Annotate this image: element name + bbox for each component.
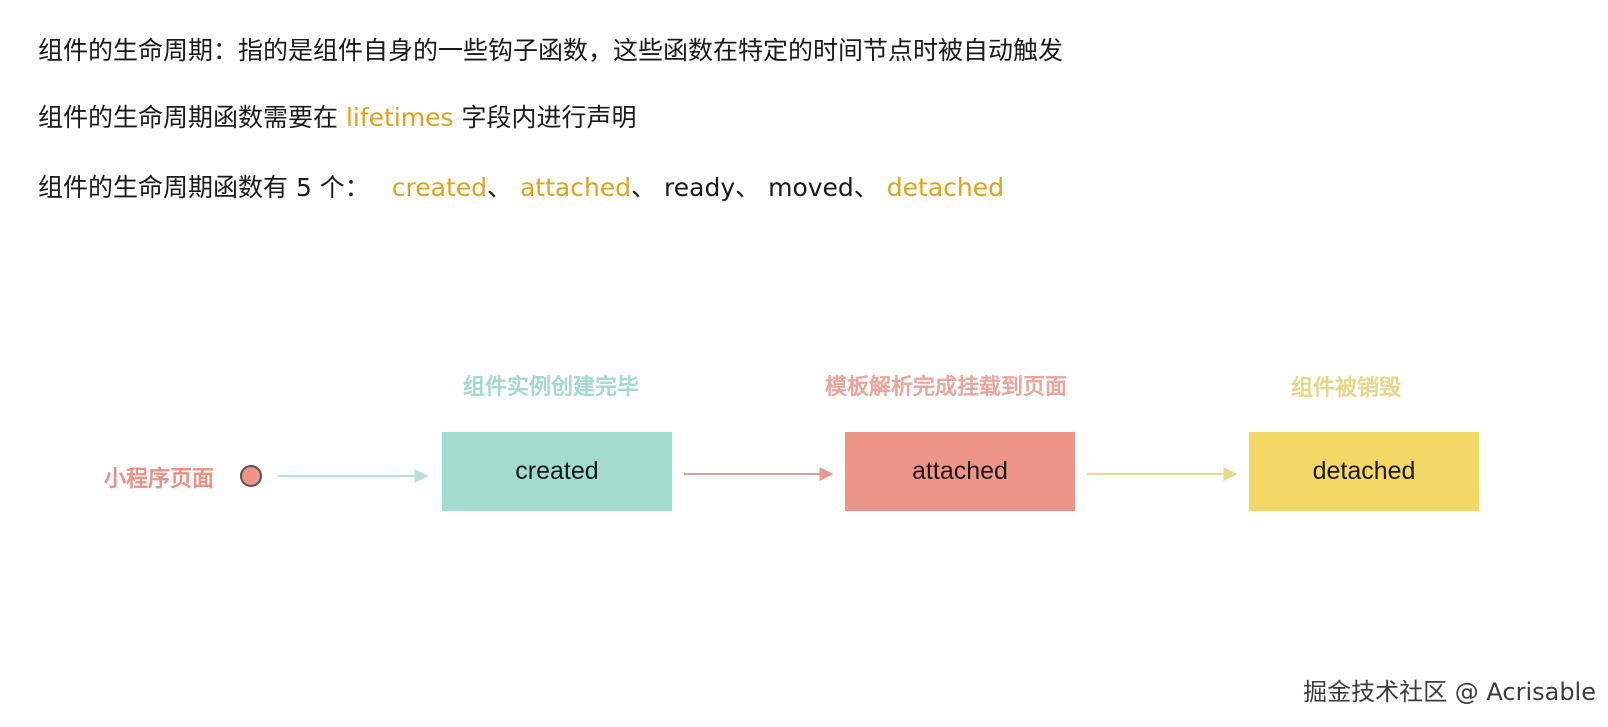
hook-separator: 、: [487, 173, 513, 202]
lifetimes-prefix: 组件的生命周期函数需要在: [38, 103, 339, 132]
hook-separator: 、: [735, 173, 761, 202]
hooks-prefix: 组件的生命周期函数有 5 个：: [38, 173, 370, 202]
stage-box-detached: detached: [1249, 432, 1479, 511]
hooks-line: 组件的生命周期函数有 5 个： created、 attached、 ready…: [38, 171, 1004, 205]
hook-ready: ready: [664, 173, 736, 202]
hook-detached: detached: [886, 173, 1004, 202]
start-label: 小程序页面: [104, 467, 215, 492]
lifetimes-suffix: 字段内进行声明: [461, 103, 637, 132]
hook-separator: 、: [853, 173, 879, 202]
stage-box-created: created: [442, 432, 672, 511]
lifetimes-line: 组件的生命周期函数需要在 lifetimes 字段内进行声明: [38, 101, 637, 135]
hook-separator: 、: [631, 173, 657, 202]
hook-attached: attached: [519, 173, 632, 202]
intro-line: 组件的生命周期：指的是组件自身的一些钩子函数，这些函数在特定的时间节点时被自动触…: [38, 34, 1063, 68]
hook-created: created: [391, 173, 487, 202]
hook-moved: moved: [768, 173, 854, 202]
intro-text: 组件的生命周期：指的是组件自身的一些钩子函数，这些函数在特定的时间节点时被自动触…: [38, 36, 1064, 65]
stage-caption-detached: 组件被销毁: [1291, 376, 1402, 401]
stage-box-attached: attached: [845, 432, 1075, 511]
watermark: 掘金技术社区 @ Acrisable: [1303, 678, 1596, 706]
start-node-icon: [240, 465, 262, 487]
stage-caption-created: 组件实例创建完毕: [463, 375, 640, 400]
stage-caption-attached: 模板解析完成挂载到页面: [825, 375, 1068, 400]
lifetimes-keyword: lifetimes: [345, 103, 454, 132]
